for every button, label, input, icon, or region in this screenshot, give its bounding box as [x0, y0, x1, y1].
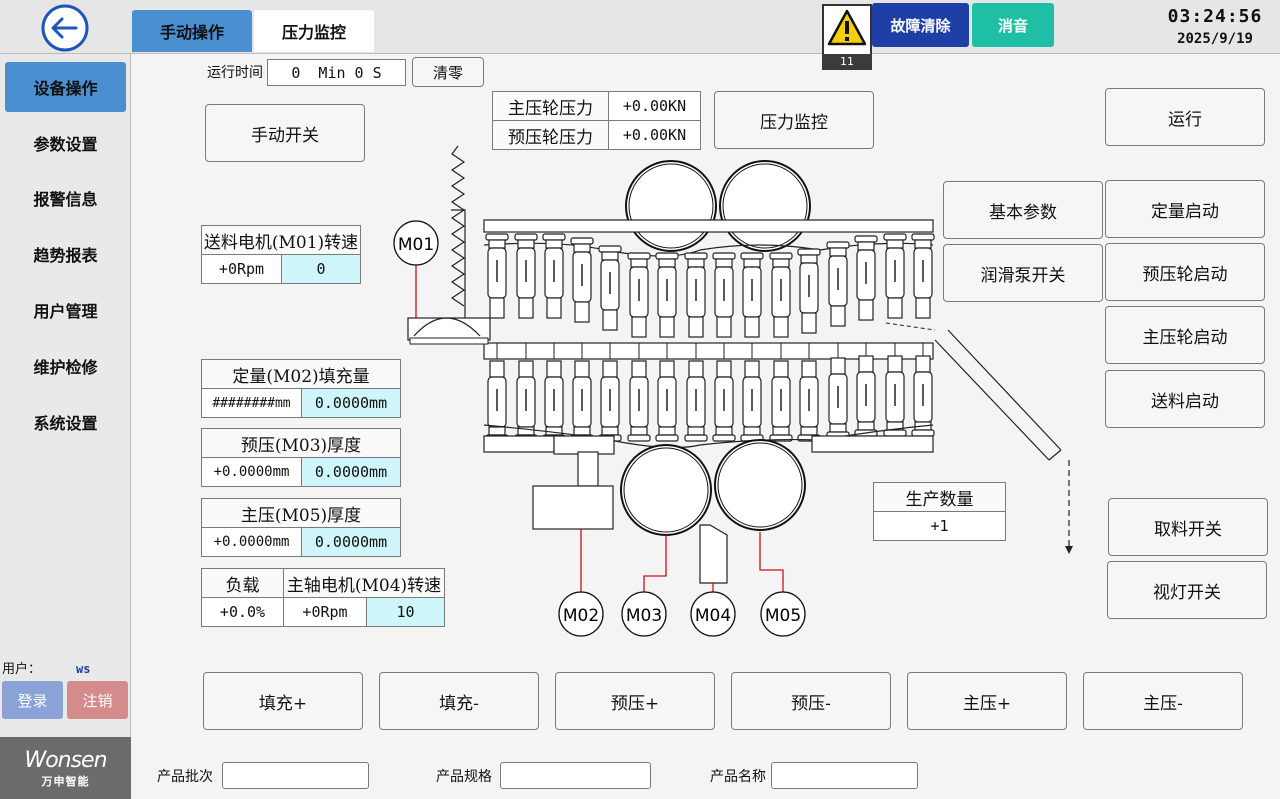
- motor-label-m02: M02: [563, 606, 599, 626]
- tab-manual-operation[interactable]: 手动操作: [132, 10, 252, 52]
- basic-params-button[interactable]: 基本参数: [943, 181, 1103, 239]
- fill-minus-button[interactable]: 填充-: [379, 672, 539, 730]
- main-thickness-actual: +0.0000mm: [201, 527, 302, 557]
- spindle-set-input[interactable]: 10: [366, 597, 445, 627]
- pick-switch-button[interactable]: 取料开关: [1108, 498, 1268, 556]
- fill-plus-button[interactable]: 填充+: [203, 672, 363, 730]
- runtime-reset-button[interactable]: 清零: [412, 57, 484, 87]
- product-spec-input[interactable]: [500, 762, 651, 789]
- main-thickness-title: 主压(M05)厚度: [201, 498, 401, 528]
- clock-time: 03:24:56: [1167, 6, 1263, 27]
- clock-date: 2025/9/19: [1177, 31, 1253, 47]
- sidebar-item-user-management[interactable]: 用户管理: [33, 302, 98, 321]
- back-button[interactable]: [40, 4, 90, 52]
- user-name: ws: [76, 662, 91, 676]
- spindle-actual: +0Rpm: [283, 597, 367, 627]
- feed-motor-title: 送料电机(M01)转速: [201, 225, 361, 255]
- feed-motor-actual: +0Rpm: [201, 254, 282, 284]
- load-value: +0.0%: [201, 597, 284, 627]
- product-name-label: 产品名称: [710, 769, 766, 785]
- pre-thickness-actual: +0.0000mm: [201, 457, 302, 487]
- main-pressure-value: +0.00KN: [608, 91, 701, 121]
- feed-motor-set-input[interactable]: 0: [281, 254, 361, 284]
- alarm-count: 11: [822, 54, 872, 70]
- warning-icon: [827, 9, 867, 46]
- pre-pressure-label: 预压轮压力: [492, 120, 609, 150]
- fill-title: 定量(M02)填充量: [201, 359, 401, 389]
- main-plus-button[interactable]: 主压+: [907, 672, 1067, 730]
- alarm-indicator[interactable]: 11: [822, 4, 872, 70]
- main-pressure-label: 主压轮压力: [492, 91, 609, 121]
- mute-button[interactable]: 消音: [972, 3, 1054, 47]
- feed-start-button[interactable]: 送料启动: [1105, 370, 1265, 428]
- product-spec-label: 产品规格: [436, 769, 492, 785]
- fill-set-input[interactable]: 0.0000mm: [301, 388, 401, 418]
- spindle-title: 主轴电机(M04)转速: [283, 568, 445, 598]
- product-batch-input[interactable]: [222, 762, 369, 789]
- motor-label-m01: M01: [398, 235, 434, 255]
- runtime-label: 运行时间: [207, 65, 263, 81]
- pre-wheel-start-button[interactable]: 预压轮启动: [1105, 243, 1265, 301]
- sidebar-item-trend-report[interactable]: 趋势报表: [33, 246, 98, 265]
- sidebar: [0, 54, 131, 799]
- manual-switch-button[interactable]: 手动开关: [205, 104, 365, 162]
- tab-pressure-monitor[interactable]: 压力监控: [254, 10, 374, 52]
- pre-minus-button[interactable]: 预压-: [731, 672, 891, 730]
- dose-start-button[interactable]: 定量启动: [1105, 180, 1265, 238]
- sidebar-item-maintenance[interactable]: 维护检修: [33, 358, 98, 377]
- lamp-switch-button[interactable]: 视灯开关: [1107, 561, 1267, 619]
- back-arrow-icon: [41, 4, 89, 52]
- load-title: 负载: [201, 568, 284, 598]
- motor-label-m05: M05: [765, 606, 801, 626]
- runtime-value: 0 Min 0 S: [267, 59, 406, 86]
- login-button[interactable]: 登录: [2, 681, 63, 719]
- production-count: +1: [873, 511, 1006, 541]
- pressure-monitor-button[interactable]: 压力监控: [714, 91, 874, 149]
- sidebar-item-system-settings[interactable]: 系统设置: [33, 414, 98, 433]
- production-title: 生产数量: [873, 482, 1006, 512]
- company-logo: Wonsen 万申智能: [0, 737, 131, 799]
- logo-wordmark: Wonsen: [24, 747, 107, 773]
- user-label: 用户：: [2, 662, 42, 677]
- run-button[interactable]: 运行: [1105, 88, 1265, 146]
- sidebar-item-device-operation[interactable]: 设备操作: [5, 62, 126, 112]
- pre-pressure-value: +0.00KN: [608, 120, 701, 150]
- motor-label-m03: M03: [626, 606, 662, 626]
- logout-button[interactable]: 注销: [67, 681, 128, 719]
- logo-subtitle: 万申智能: [41, 774, 90, 788]
- sidebar-item-parameter-settings[interactable]: 参数设置: [33, 135, 98, 154]
- main-minus-button[interactable]: 主压-: [1083, 672, 1243, 730]
- pre-thickness-title: 预压(M03)厚度: [201, 428, 401, 458]
- pre-plus-button[interactable]: 预压+: [555, 672, 715, 730]
- product-name-input[interactable]: [771, 762, 918, 789]
- motor-label-m04: M04: [695, 606, 731, 626]
- main-wheel-start-button[interactable]: 主压轮启动: [1105, 306, 1265, 364]
- lube-pump-button[interactable]: 润滑泵开关: [943, 244, 1103, 302]
- product-batch-label: 产品批次: [157, 769, 213, 785]
- fault-clear-button[interactable]: 故障清除: [872, 3, 969, 47]
- sidebar-item-alarm-info[interactable]: 报警信息: [33, 190, 98, 209]
- fill-actual: ########mm: [201, 388, 302, 418]
- press-schematic: M01 M02 M03 M04 M05: [393, 145, 1073, 637]
- main-thickness-set-input[interactable]: 0.0000mm: [301, 527, 401, 557]
- pre-thickness-set-input[interactable]: 0.0000mm: [301, 457, 401, 487]
